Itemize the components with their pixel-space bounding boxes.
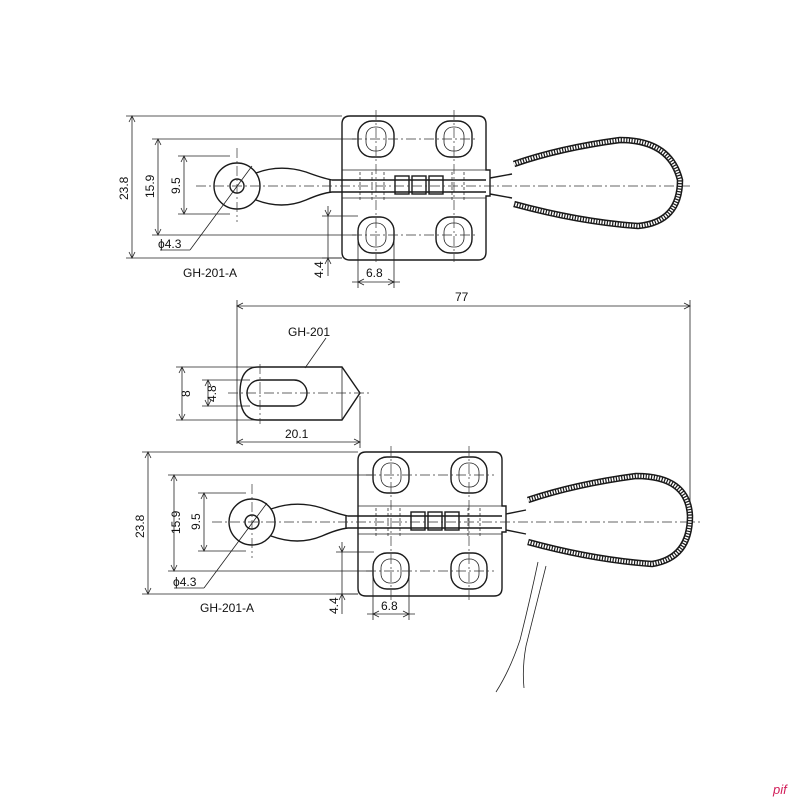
bottom-clamp-view: 23.8 15.9 9.5 ϕ4.3 4.4 [133,446,700,693]
bottom-dim-15-9: 15.9 [169,510,183,534]
top-dimensions: 23.8 15.9 9.5 ϕ4.3 4.4 [117,115,400,288]
top-base-plate [341,110,491,262]
bottom-base-plate [357,446,507,600]
top-dim-23-8: 23.8 [117,176,131,200]
top-clamp-view: 23.8 15.9 9.5 ϕ4.3 4.4 [117,110,690,288]
overall-dim-77: 77 [455,290,469,304]
bottom-handle-grip [505,472,694,568]
bottom-part-label: GH-201-A [200,601,254,615]
top-hinge [359,172,465,200]
bottom-dim-4-4: 4.4 [327,597,341,614]
top-slot-2 [435,120,473,158]
corner-watermark: pif [772,782,788,797]
bottom-spindle-arm [212,484,700,558]
top-dim-6-8: 6.8 [366,266,383,280]
top-part-label: GH-201-A [183,266,237,280]
bottom-dim-phi: ϕ4.3 [173,575,197,589]
bottom-dim-23-8: 23.8 [133,514,147,538]
bottom-hinge [375,508,481,536]
detail-dim-8: 8 [179,390,193,397]
top-spindle-arm [196,148,690,222]
overall-dimension: 77 [236,290,691,530]
detail-spindle: 8 4.8 20.1 GH-201 [176,325,372,448]
bottom-dimensions: 23.8 15.9 9.5 ϕ4.3 4.4 [133,451,415,620]
top-slot-4 [435,216,473,254]
bottom-wire-sketch [495,561,547,693]
top-handle-grip [489,136,684,230]
top-dim-phi: ϕ4.3 [158,237,182,251]
top-dim-9-5: 9.5 [169,177,183,194]
top-dim-4-4: 4.4 [312,261,326,278]
detail-part-label: GH-201 [288,325,330,339]
top-dim-15-9: 15.9 [143,174,157,198]
detail-dim-20-1: 20.1 [285,427,309,441]
bottom-dim-6-8: 6.8 [381,599,398,613]
detail-dim-4-8: 4.8 [205,385,219,402]
bottom-dim-9-5: 9.5 [189,513,203,530]
